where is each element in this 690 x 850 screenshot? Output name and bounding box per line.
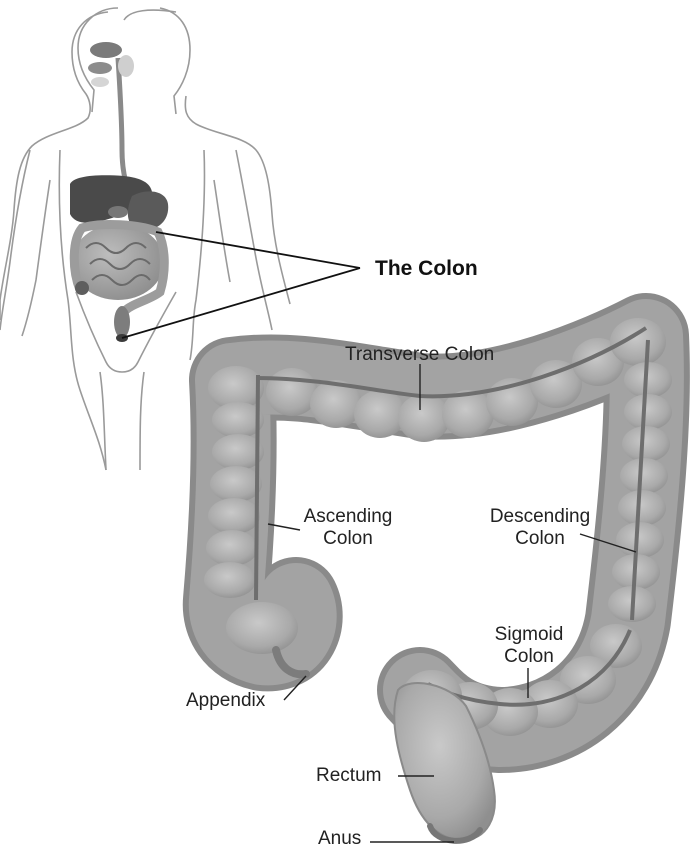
rectum-mini — [114, 306, 130, 338]
colon — [204, 318, 672, 841]
cecum — [226, 602, 298, 654]
label-ascending-colon: Ascending Colon — [294, 506, 402, 550]
legs — [100, 372, 144, 470]
head-outline — [78, 8, 190, 114]
label-descending-line1: Descending — [480, 506, 600, 528]
label-ascending-line2: Colon — [294, 528, 402, 550]
label-ascending-line1: Ascending — [294, 506, 402, 528]
nasal-cavity — [90, 42, 122, 58]
callout-line-upper — [156, 232, 360, 268]
label-anus: Anus — [318, 828, 361, 850]
label-sigmoid-line2: Colon — [490, 646, 568, 668]
cheek-gland — [91, 77, 109, 87]
colon-title: The Colon — [375, 257, 478, 281]
esophagus — [118, 58, 130, 195]
label-transverse-colon: Transverse Colon — [345, 344, 494, 366]
mouth — [88, 62, 112, 74]
gallbladder — [108, 206, 128, 218]
arm-left — [0, 150, 50, 336]
label-descending-colon: Descending Colon — [480, 506, 600, 550]
label-sigmoid-colon: Sigmoid Colon — [490, 624, 568, 668]
cecum-mini — [75, 281, 89, 295]
salivary-gland — [118, 55, 134, 77]
label-descending-line2: Colon — [480, 528, 600, 550]
label-appendix: Appendix — [186, 690, 265, 712]
label-sigmoid-line1: Sigmoid — [490, 624, 568, 646]
torso-right — [190, 150, 205, 360]
label-rectum: Rectum — [316, 765, 381, 787]
